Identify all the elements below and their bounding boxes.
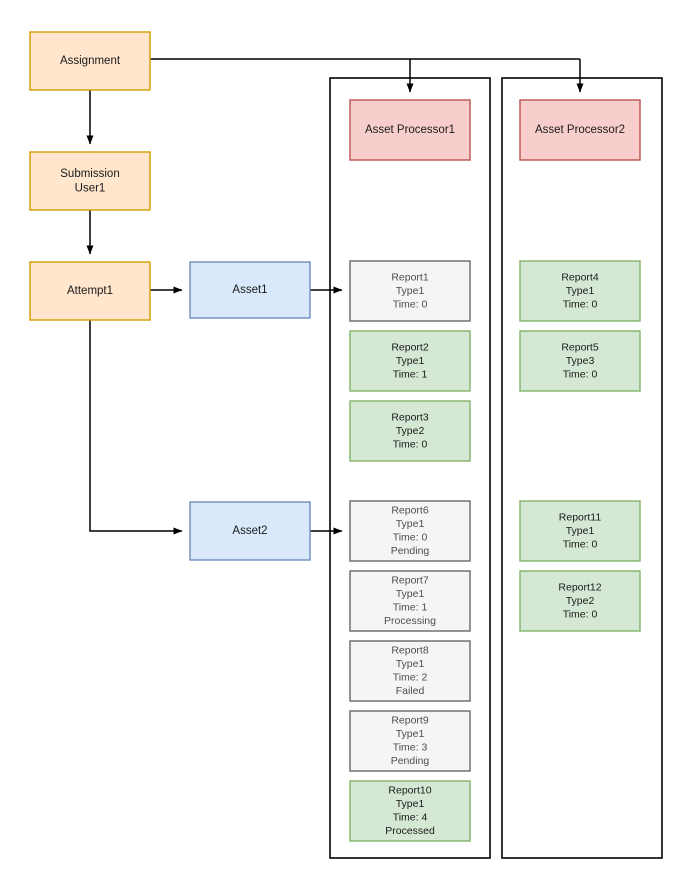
report-card-report9-line-4: Pending [391,755,430,767]
report-card-report8-line-4: Failed [396,685,425,697]
node-attempt1-box[interactable] [29,261,151,321]
node-asset2-box[interactable] [189,501,311,561]
node-attempt1-line-1: Attempt1 [67,285,113,297]
report-card-report3-line-3: Time: 0 [393,438,428,450]
report-card-report6-line-4: Pending [391,545,430,557]
report-card-report9-line-2: Type1 [396,728,425,740]
node-asset2[interactable]: Asset2 [189,501,311,561]
report-card-report7-line-1: Report7 [391,575,429,587]
node-assignment-box[interactable] [29,31,151,91]
node-asset1[interactable]: Asset1 [189,261,311,319]
report-card-report6-line-2: Type1 [396,518,425,530]
report-card-report6-line-3: Time: 0 [393,532,428,544]
report-card-report12-line-1: Report12 [558,581,601,593]
report-card-report10-line-2: Type1 [396,798,425,810]
report-card-report5-line-1: Report5 [561,341,599,353]
report-card-report4-line-1: Report4 [561,271,599,283]
report-card-report7-line-2: Type1 [396,588,425,600]
report-card-report9-line-3: Time: 3 [393,742,428,754]
node-asset1-line-1: Asset1 [232,284,267,296]
report-card-report1-box[interactable] [349,260,471,322]
report-card-report5-line-3: Time: 0 [563,368,598,380]
report-card-report12-line-3: Time: 0 [563,608,598,620]
node-assignment[interactable]: Assignment [29,31,151,91]
report-card-report9-line-1: Report9 [391,715,429,727]
report-card-report2-line-2: Type1 [396,355,425,367]
report-card-report10-line-3: Time: 4 [393,812,428,824]
edge-attempt1-to-asset2 [89,320,183,535]
report-card-report8-line-1: Report8 [391,645,429,657]
report-card-report4-line-3: Time: 0 [563,298,598,310]
report-card-report3-line-2: Type2 [396,425,425,437]
report-card-report6-box[interactable] [349,500,471,562]
report-card-report12-line-2: Type2 [566,595,595,607]
report-card-report7-line-3: Time: 1 [393,602,428,614]
report-card-report11-box[interactable] [519,500,641,562]
report-card-report10-line-1: Report10 [388,785,431,797]
report-card-report4-line-2: Type1 [566,285,595,297]
node-asset1-box[interactable] [189,261,311,319]
node-submission-line-1: Submission [60,168,119,180]
node-processor2-box[interactable] [519,99,641,161]
report-card-report10-line-4: Processed [385,825,435,837]
report-card-report11-line-1: Report11 [559,511,602,523]
report-card-report8-line-3: Time: 2 [393,672,428,684]
report-card-report1-line-3: Time: 0 [393,298,428,310]
report-card-report3-box[interactable] [349,400,471,462]
report-card-report1-line-1: Report1 [391,271,429,283]
node-processor1[interactable]: Asset Processor1 [349,99,471,161]
processor2-container [501,77,663,859]
report-card-report8-line-2: Type1 [396,658,425,670]
node-processor1-box[interactable] [349,99,471,161]
node-submission-line-2: User1 [75,182,106,194]
report-card-report5-box[interactable] [519,330,641,392]
report-card-report2-box[interactable] [349,330,471,392]
report-card-report1-line-2: Type1 [396,285,425,297]
report-card-report6-line-1: Report6 [391,505,429,517]
report-card-report2-line-3: Time: 1 [393,368,428,380]
report-card-report9-box[interactable] [349,710,471,772]
report-card-report2-line-1: Report2 [391,341,429,353]
report-card-report4-box[interactable] [519,260,641,322]
report-card-report8-box[interactable] [349,640,471,702]
report-card-report7-box[interactable] [349,570,471,632]
report-card-report3-line-1: Report3 [391,411,429,423]
node-processor1-line-1: Asset Processor1 [365,124,455,136]
report-card-report5-line-2: Type3 [566,355,595,367]
node-processor2-line-1: Asset Processor2 [535,124,625,136]
node-submission-box[interactable] [29,151,151,211]
node-assignment-line-1: Assignment [60,55,121,67]
node-asset2-line-1: Asset2 [232,525,267,537]
report-card-report10-box[interactable] [349,780,471,842]
report-card-report12-box[interactable] [519,570,641,632]
node-attempt1[interactable]: Attempt1 [29,261,151,321]
node-processor2[interactable]: Asset Processor2 [519,99,641,161]
report-card-report11-line-2: Type1 [566,525,595,537]
report-card-report7-line-4: Processing [384,615,436,627]
report-card-report11-line-3: Time: 0 [563,538,598,550]
edges-layer [86,58,584,535]
